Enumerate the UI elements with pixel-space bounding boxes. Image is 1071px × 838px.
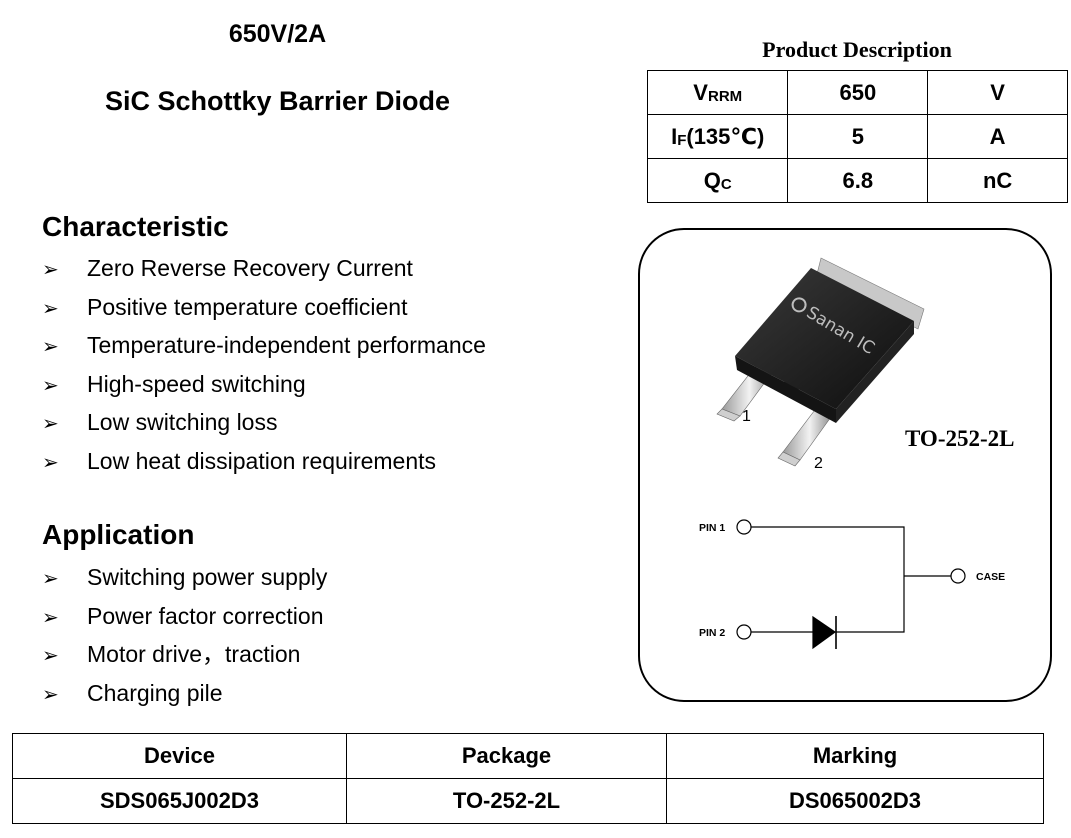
arrow-bullet-icon: ➢ bbox=[42, 295, 59, 320]
package-cell: TO-252-2L bbox=[346, 778, 667, 824]
product-title: SiC Schottky Barrier Diode bbox=[104, 86, 451, 116]
application-list: ➢Switching power supply ➢Power factor co… bbox=[42, 558, 327, 712]
table-header-row: Device Package Marking bbox=[12, 733, 1044, 779]
parameter-cell: VRRM bbox=[646, 70, 789, 115]
arrow-bullet-icon: ➢ bbox=[42, 566, 59, 590]
parameter-cell: QC bbox=[646, 158, 789, 203]
unit-cell: A bbox=[927, 114, 1068, 159]
device-table: Device Package Marking SDS065J002D3 TO-2… bbox=[12, 733, 1044, 824]
package-panel bbox=[638, 228, 1052, 702]
value-cell: 650 bbox=[787, 70, 929, 115]
pin-number-2: 2 bbox=[814, 455, 823, 472]
list-item: ➢Charging pile bbox=[42, 674, 327, 713]
table-row: IF(135℃) 5 A bbox=[646, 114, 1068, 159]
arrow-bullet-icon: ➢ bbox=[42, 449, 59, 474]
case-terminal-icon bbox=[950, 568, 966, 584]
pin2-label: PIN 2 bbox=[699, 627, 725, 639]
arrow-bullet-icon: ➢ bbox=[42, 372, 59, 397]
diode-symbol-icon bbox=[812, 615, 837, 650]
package-name: TO-252-2L bbox=[905, 426, 1015, 451]
column-header-device: Device bbox=[12, 733, 347, 779]
product-description-table: VRRM 650 V IF(135℃) 5 A QC 6.8 nC bbox=[646, 70, 1068, 203]
list-item: ➢Temperature-independent performance bbox=[42, 326, 486, 365]
heat-tab bbox=[815, 257, 925, 330]
list-item: ➢Switching power supply bbox=[42, 558, 327, 597]
table-row: QC 6.8 nC bbox=[646, 158, 1068, 203]
parameter-cell: IF(135℃) bbox=[646, 114, 789, 159]
pin-number-1: 1 bbox=[742, 408, 751, 425]
package-body bbox=[735, 268, 914, 409]
arrow-bullet-icon: ➢ bbox=[42, 334, 59, 359]
unit-cell: V bbox=[927, 70, 1068, 115]
list-item: ➢Motor drive，traction bbox=[42, 635, 327, 674]
application-heading: Application bbox=[42, 519, 195, 550]
pin1-terminal-icon bbox=[736, 519, 752, 535]
package-illustration: Sanan IC 1 2 PIN 1 PIN 2 CASE bbox=[699, 257, 1005, 650]
table-row: VRRM 650 V bbox=[646, 70, 1068, 115]
column-header-marking: Marking bbox=[666, 733, 1044, 779]
arrow-bullet-icon: ➢ bbox=[42, 604, 59, 629]
pin-schematic bbox=[736, 519, 966, 650]
characteristic-list: ➢Zero Reverse Recovery Current ➢Positive… bbox=[42, 249, 486, 481]
device-cell: SDS065J002D3 bbox=[12, 778, 347, 824]
table-row: SDS065J002D3 TO-252-2L DS065002D3 bbox=[12, 778, 1044, 824]
sanan-logo-icon bbox=[791, 297, 807, 313]
value-cell: 5 bbox=[787, 114, 929, 159]
list-item: ➢Low heat dissipation requirements bbox=[42, 442, 486, 481]
arrow-bullet-icon: ➢ bbox=[42, 681, 59, 706]
list-item: ➢Power factor correction bbox=[42, 597, 327, 636]
pin1-label: PIN 1 bbox=[699, 522, 725, 534]
rating-heading: 650V/2A bbox=[228, 20, 327, 48]
list-item: ➢Positive temperature coefficient bbox=[42, 288, 486, 327]
characteristic-heading: Characteristic bbox=[42, 211, 229, 242]
case-label: CASE bbox=[976, 571, 1005, 583]
pin2-terminal-icon bbox=[736, 624, 752, 640]
marking-cell: DS065002D3 bbox=[666, 778, 1044, 824]
arrow-bullet-icon: ➢ bbox=[42, 257, 59, 281]
arrow-bullet-icon: ➢ bbox=[42, 643, 59, 668]
arrow-bullet-icon: ➢ bbox=[42, 411, 59, 436]
list-item: ➢Low switching loss bbox=[42, 403, 486, 442]
list-item: ➢High-speed switching bbox=[42, 365, 486, 404]
value-cell: 6.8 bbox=[787, 158, 929, 203]
unit-cell: nC bbox=[927, 158, 1068, 203]
product-description-caption: Product Description bbox=[762, 37, 952, 62]
column-header-package: Package bbox=[346, 733, 667, 779]
list-item: ➢Zero Reverse Recovery Current bbox=[42, 249, 486, 288]
